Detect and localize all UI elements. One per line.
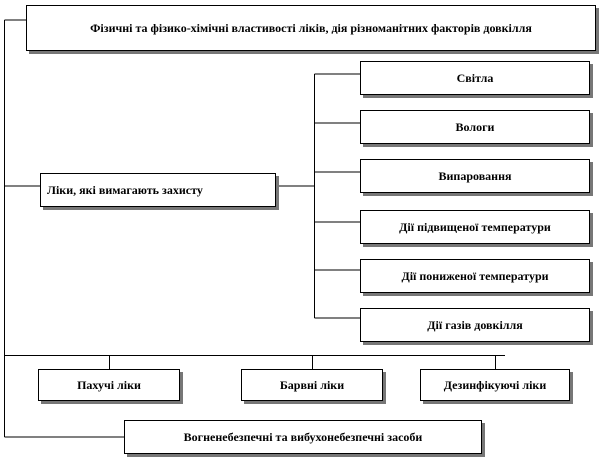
top-box-physical-chemical-properties: Фізичні та фізико-хімічні властивості лі… (26, 5, 596, 51)
factor-text: Випаровання (438, 168, 512, 183)
type-box-coloring-drugs: Барвні ліки (241, 369, 383, 401)
top-box-text: Фізичні та фізико-хімічні властивості лі… (90, 20, 532, 35)
bottom-box-flammable-explosive: Вогненебезпечні та вибухонебезпечні засо… (124, 420, 482, 454)
bottom-box-text: Вогненебезпечні та вибухонебезпечні засо… (183, 429, 423, 444)
type-text: Пахучі ліки (77, 377, 141, 392)
factor-box-light: Світла (360, 61, 590, 95)
factor-text: Дії пониженої температури (401, 268, 549, 283)
type-text: Дезинфікуючі ліки (443, 377, 547, 392)
factor-box-low-temperature: Дії пониженої температури (360, 259, 590, 293)
factor-text: Світла (456, 70, 494, 85)
factor-text: Вологи (455, 119, 495, 134)
factor-box-evaporation: Випаровання (360, 159, 590, 193)
type-box-odorous-drugs: Пахучі ліки (38, 369, 180, 401)
factor-box-moisture: Вологи (360, 110, 590, 144)
type-box-disinfecting-drugs: Дезинфікуючі ліки (420, 369, 570, 401)
main-box-protected-drugs: Ліки, які вимагають захисту (40, 173, 276, 207)
factor-box-high-temperature: Дії підвищеної температури (360, 210, 590, 244)
factor-text: Дії підвищеної температури (399, 219, 551, 234)
type-text: Барвні ліки (279, 377, 345, 392)
main-box-text: Ліки, які вимагають захисту (47, 182, 203, 197)
factor-box-environmental-gases: Дії газів довкілля (360, 308, 590, 342)
factor-text: Дії газів довкілля (427, 317, 523, 332)
